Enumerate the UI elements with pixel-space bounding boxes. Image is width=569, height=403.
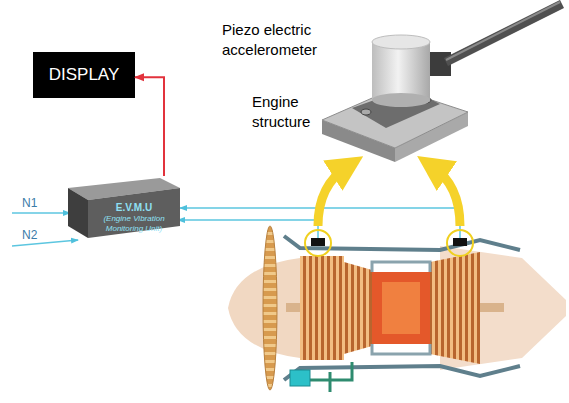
accessory-pipe <box>329 372 332 392</box>
signal-name: N1 <box>22 196 62 210</box>
display-box: DISPLAY <box>33 52 135 98</box>
monitoring-unit-box: E.V.M.U(Engine Vibration Monitoring Unit… <box>60 176 182 242</box>
accelerometer-top <box>372 35 430 49</box>
sensor-highlight <box>305 230 331 256</box>
part-label: Piezo electric accelerometer <box>222 20 357 60</box>
low-compressor <box>300 256 344 360</box>
node-subtitle: (Engine Vibration Monitoring Unit) <box>89 214 179 234</box>
sensor <box>453 238 467 246</box>
fan-blades <box>263 226 277 390</box>
structure-plate <box>322 88 468 148</box>
turbine <box>430 252 480 364</box>
n1-wire <box>12 212 70 214</box>
box-end-face <box>68 188 88 238</box>
node-title: DISPLAY <box>49 65 120 85</box>
box-front-face <box>88 188 180 238</box>
accelerometer-base <box>372 93 430 107</box>
zoom-arrow <box>432 166 460 226</box>
sensor-highlight <box>447 230 473 256</box>
engine-casing <box>284 236 520 250</box>
combustor-core <box>382 282 420 334</box>
engine-casing <box>284 366 520 380</box>
node-title: E.V.M.U <box>116 202 152 214</box>
bolt <box>361 109 371 115</box>
signal-name: N2 <box>22 228 62 242</box>
signal-arrow <box>135 77 164 176</box>
combustor <box>372 272 430 344</box>
accessory-box <box>290 370 310 386</box>
sensor-cable <box>446 4 562 62</box>
combustor-casing <box>372 262 430 272</box>
sensor <box>311 238 325 246</box>
n2-wire <box>12 240 78 246</box>
part-label: Engine structure <box>252 92 327 132</box>
text-area: DISPLAY <box>33 52 135 98</box>
sensor-wire <box>178 220 318 240</box>
combustor-casing <box>372 344 430 354</box>
accelerometer-body <box>372 42 430 100</box>
text-area: E.V.M.U(Engine Vibration Monitoring Unit… <box>89 200 179 236</box>
sensor-cable <box>446 2 560 60</box>
high-compressor <box>344 262 372 354</box>
zoom-arrow <box>318 166 348 226</box>
